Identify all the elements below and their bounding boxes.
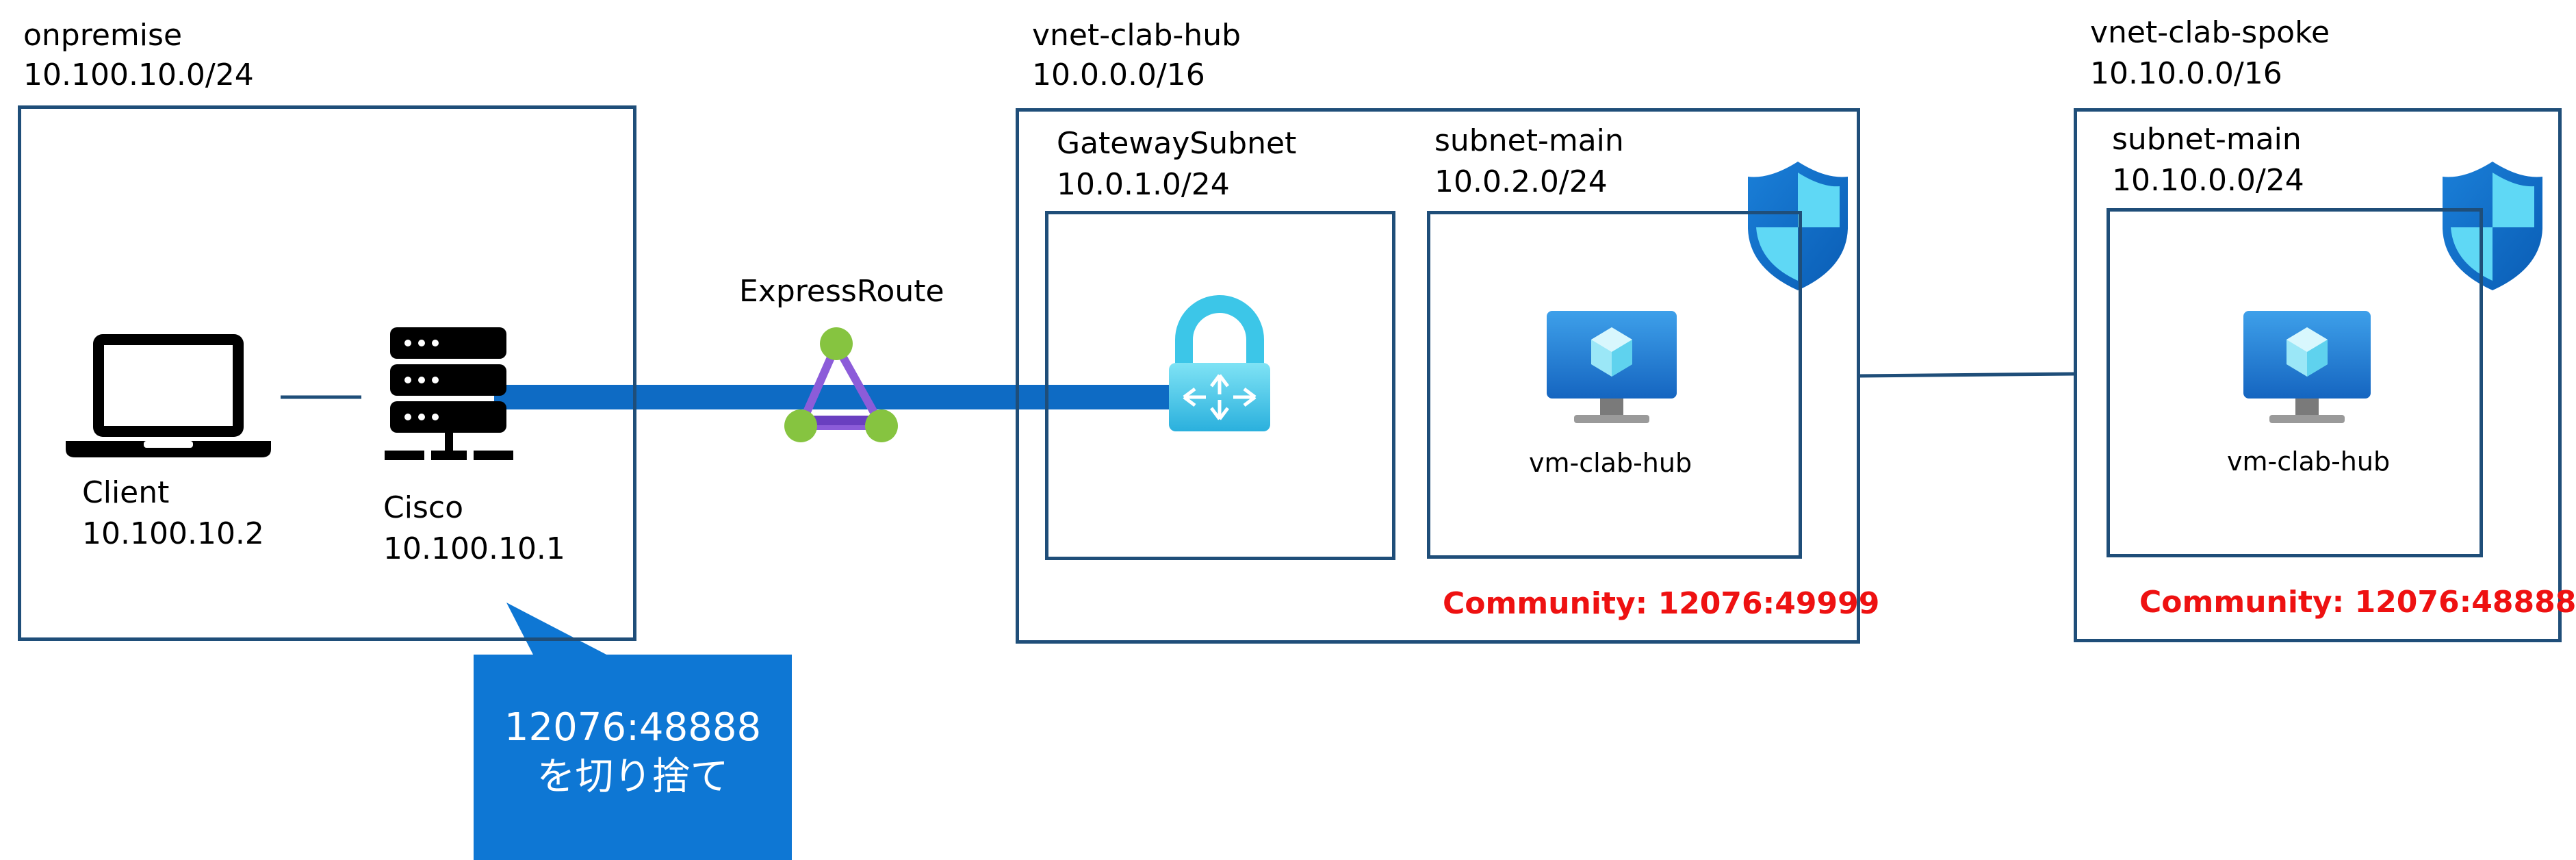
callout-box [474,655,792,860]
hub-vm-name: vm-clab-hub [1529,448,1692,478]
gateway-subnet-name: GatewaySubnet [1057,126,1297,161]
hub-subnet-main-box [1427,211,1802,559]
client-name: Client [82,475,170,510]
hub-subnet-main-name: subnet-main [1434,123,1624,158]
expressroute-link [494,385,1192,409]
callout-line2: を切り捨て [537,755,729,799]
hub-spoke-peering-link [1858,372,2076,378]
hub-community: Community: 12076:49999 [1443,586,1880,621]
laptop-icon [66,334,271,457]
spoke-subnet-main-cidr: 10.10.0.0/24 [2112,163,2304,198]
vpn-gateway-icon [1169,295,1270,431]
expressroute-label: ExpressRoute [739,274,944,309]
cisco-ip: 10.100.10.1 [383,531,565,566]
onpremise-box [18,105,636,641]
hub-vnet-box [1016,108,1860,644]
virtual-machine-icon [2243,311,2371,423]
spoke-cidr: 10.10.0.0/16 [2090,56,2282,91]
shield-icon [1748,162,1848,290]
callout-line1: 12076:48888 [504,705,762,750]
onpremise-cidr: 10.100.10.0/24 [23,58,254,92]
gateway-subnet-box [1045,211,1395,560]
expressroute-icon [784,327,898,442]
onpremise-name: onpremise [23,18,183,53]
virtual-machine-icon [1547,311,1677,423]
spoke-name: vnet-clab-spoke [2090,15,2330,50]
cisco-name: Cisco [383,490,463,525]
server-icon [385,327,513,460]
spoke-subnet-main-name: subnet-main [2112,122,2302,157]
gateway-subnet-cidr: 10.0.1.0/24 [1057,167,1230,202]
spoke-community: Community: 12076:48888 [2139,585,2576,620]
hub-subnet-main-cidr: 10.0.2.0/24 [1434,164,1608,199]
spoke-vnet-box [2074,108,2562,642]
client-ip: 10.100.10.2 [82,516,264,551]
spoke-vm-name: vm-clab-hub [2227,446,2391,477]
callout-pointer [506,603,609,656]
spoke-subnet-main-box [2107,208,2483,557]
hub-cidr: 10.0.0.0/16 [1032,58,1205,92]
hub-name: vnet-clab-hub [1032,18,1241,53]
